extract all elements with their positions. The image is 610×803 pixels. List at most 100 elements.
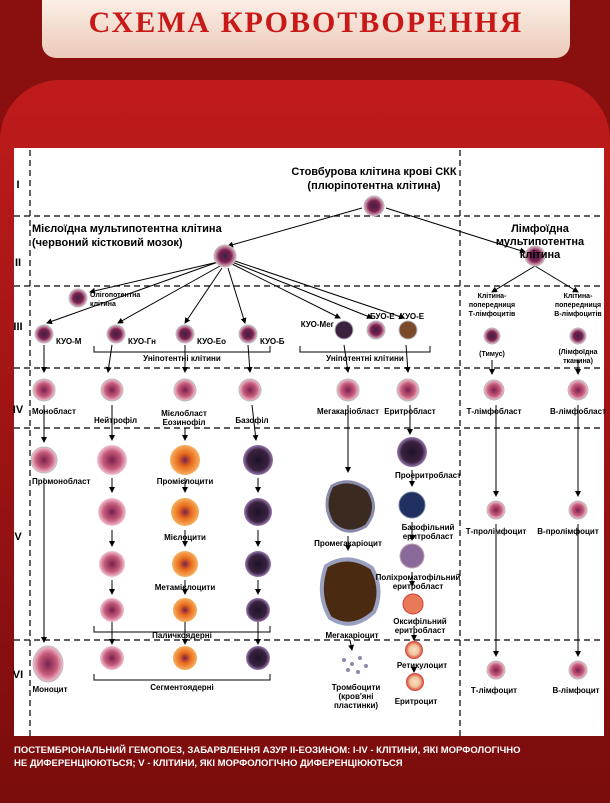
thrombocytes-dots [342,656,368,674]
kuo-meg-label: КУО-Мег [301,320,335,329]
monoblast-cell [32,378,56,402]
myeloid-cell [213,244,237,268]
erythrocyte-cell [406,673,424,691]
stage-label-4: IV [13,404,24,416]
oligo-label-1: Олігопотентна [90,291,140,299]
oxyphilic-label: Оксифільний [393,617,446,626]
stage-label-2: II [15,257,21,269]
eosinophil-label: Еозинофіл [162,418,205,427]
erythrocyte-label: Еритроцит [395,697,438,706]
b-prec-label-1: Клітина- [564,292,594,300]
band-label: Паличкоядерні [152,631,212,640]
megakaryoblast-cell [336,378,360,402]
stage-label-1: I [16,179,19,191]
baso-promyelocyte [243,445,273,475]
promonoblast-cell [30,446,58,474]
monocyte-cell [32,645,64,683]
monocyte-label: Моноцит [32,685,67,694]
basophilic-label: Базофільний [402,523,455,532]
polychromatophilic-erythroblast-label: еритробласт [393,582,444,591]
unipotent-label-right: Уніпотентні клітини [326,354,404,363]
baso-metamyelocyte [245,551,271,577]
oxyphilic-erythroblast-cell [402,593,424,615]
promegakaryocyte-label: Промегакаріоцит [314,539,382,548]
t-lymphocyte-cell [486,660,506,680]
kuo-b-label: КУО-Б [260,337,285,346]
polychromatophilic-label: Поліхроматофільний [376,573,461,582]
lineage-arrows [41,207,581,673]
kuo-e-cell [398,320,418,340]
group-brackets [93,346,431,681]
b-lymphocyte-cell [568,660,588,680]
baso-band [246,598,270,622]
neutrophil-label: Нейтрофіл [94,416,137,425]
oligopotent-cell [68,288,88,308]
t-lymphocyte-label: Т-лімфоцит [471,686,517,695]
thrombocytes-label-3: пластинки) [334,701,378,710]
kuo-m-label: КУО-М [56,337,82,346]
reticulocyte-cell [405,641,423,659]
t-prolymphocyte-label: Т-пролімфоцит [466,527,527,536]
kuo-m-cell [34,324,54,344]
cells [30,195,589,691]
neutro-band [100,598,124,622]
title-banner: СХЕМА КРОВОТВОРЕННЯ [42,0,570,58]
stem-cell [363,195,385,217]
t-prolymphocyte-cell [486,500,506,520]
basophilic-erythroblast-cell [398,491,426,519]
b-lymphocyte-label: В-лімфоцит [552,686,599,695]
footer-note: ПОСТЕМБРІОНАЛЬНИЙ ГЕМОПОЕЗ, ЗАБАРВЛЕННЯ … [14,744,604,770]
stem-label-2: (плюріпотентна клітина) [307,180,441,192]
proerythroblast-label: Проеритробласт [395,471,461,480]
t-lymphoblast-cell [483,379,505,401]
baso-segmented [246,646,270,670]
neutro-myelocyte [98,498,126,526]
t-prec-label-1: Клітина- [478,292,508,300]
myeloblast-label: Мієлобласт [161,409,207,418]
erythroblast-cell [396,378,420,402]
neutro-promyelocyte [97,445,127,475]
myeloblast-cell [173,378,197,402]
buo-e-cell [366,320,386,340]
lymphoid-label-2: мультипотентна [496,236,585,248]
buo-e-label: БУО-Е [370,312,395,321]
basophil-blast-cell [238,378,262,402]
page-title: СХЕМА КРОВОТВОРЕННЯ [88,6,524,39]
thrombocytes-label: Тромбоцити [332,683,381,692]
basophil-label: Базофіл [235,416,268,425]
kuo-gn-label: КУО-Гн [128,337,156,346]
oligo-label-2: клітина [90,300,116,308]
megakaryoblast-label: Мегакаріобласт [317,407,379,416]
b-prolymphocyte-label: В-пролімфоцит [537,527,599,536]
eosino-myelocyte [171,498,199,526]
megakaryocyte-cell [319,557,381,626]
erythroblast-label: Еритробласт [384,407,436,416]
stage-label-3: III [13,321,22,333]
eosino-band [173,598,197,622]
oxyphilic-erythroblast-label: еритробласт [395,626,446,635]
promegakaryocyte-cell [325,480,375,533]
proerythroblast-cell [397,437,427,467]
footer-line-2: НЕ ДИФЕРЕНЦІЮЮТЬСЯ; V - КЛІТИНИ, ЯКІ МОР… [14,758,403,769]
promonoblast-label: Промонобласт [32,477,91,486]
segmented-label: Сегментоядерні [150,683,214,692]
metamyelocytes-label: Метамієлоцити [155,583,216,592]
kuo-meg-cell [334,320,354,340]
neutrophil-blast-cell [100,378,124,402]
lymph-tissue-label-2: тканина) [563,358,593,365]
neutro-segmented [100,646,124,670]
lymphoid-label-1: Лімфоїдна [511,223,570,235]
kuo-eo-cell [175,324,195,344]
kuo-gn-cell [106,324,126,344]
eosino-promyelocyte [170,445,200,475]
b-lymphoblast-label: В-лімфобласт [550,407,606,416]
megakaryocyte-label: Мегакаріоцит [325,631,378,640]
thrombocytes-label-2: (кров'яні [339,692,374,701]
stem-label-1: Стовбурова клітина крові СКК [291,166,457,178]
lymph-tissue-label-1: (Лімфоїдна [558,348,597,356]
kuo-e-label: КУО-Е [400,312,425,321]
unipotent-label-left: Уніпотентні клітини [143,354,221,363]
basophilic-erythroblast-label: еритробласт [403,532,454,541]
eosino-metamyelocyte [172,551,198,577]
eosino-segmented [173,646,197,670]
